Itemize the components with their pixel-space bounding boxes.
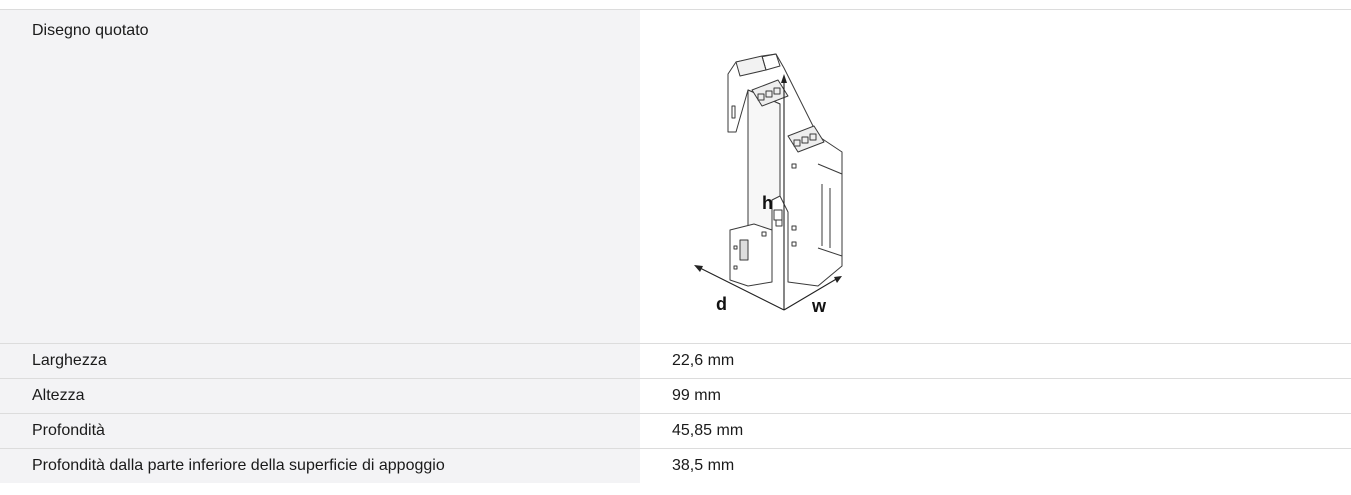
- dimension-drawing-cell: h d w: [640, 10, 1351, 343]
- row-value: 38,5 mm: [672, 457, 735, 474]
- dimension-drawing-label: Disegno quotato: [0, 10, 640, 343]
- row-label: Profondità: [0, 414, 640, 448]
- dimension-drawing-image: h d w: [694, 53, 843, 314]
- row-label: Larghezza: [0, 344, 640, 378]
- table-row: Profondità dalla parte inferiore della s…: [0, 448, 1351, 483]
- row-label: Altezza: [0, 379, 640, 413]
- row-label: Profondità dalla parte inferiore della s…: [0, 449, 640, 483]
- dimension-drawing-row: Disegno quotato: [0, 9, 1351, 343]
- spec-table: Disegno quotato: [0, 9, 1351, 483]
- row-value: 99 mm: [672, 387, 721, 404]
- row-value: 22,6 mm: [672, 352, 735, 369]
- table-row: Larghezza 22,6 mm: [0, 343, 1351, 378]
- dim-label-d: d: [716, 294, 727, 314]
- table-row: Profondità 45,85 mm: [0, 413, 1351, 448]
- row-value: 45,85 mm: [672, 422, 744, 439]
- table-row: Altezza 99 mm: [0, 378, 1351, 413]
- dim-label-w: w: [811, 296, 827, 314]
- dim-label-h: h: [762, 193, 773, 213]
